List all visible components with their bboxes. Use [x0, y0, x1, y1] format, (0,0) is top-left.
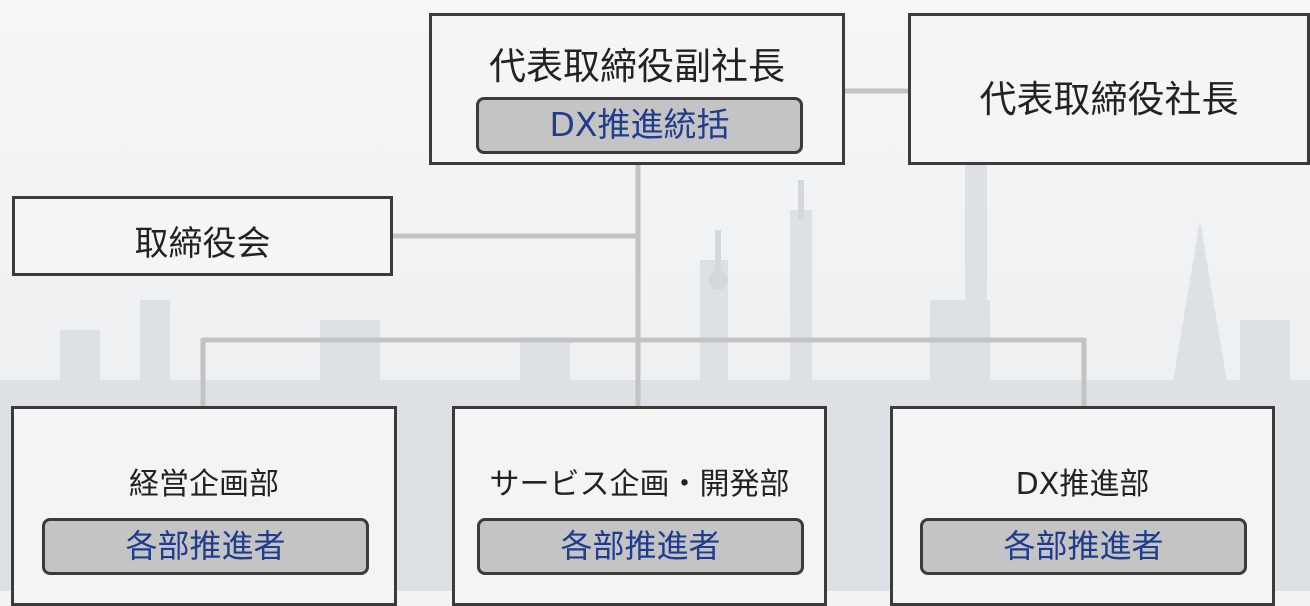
- org-chart-connectors: [200, 88, 1087, 408]
- president-box: 代表取締役社長: [908, 13, 1310, 165]
- board-title: 取締役会: [134, 224, 271, 264]
- vice-president-box: 代表取締役副社長 DX推進統括: [429, 13, 845, 165]
- department-box-management-planning: 経営企画部 各部推進者: [11, 406, 397, 606]
- department-promoter-label: 各部推進者: [1003, 527, 1164, 565]
- department-promoter-label: 各部推進者: [125, 527, 286, 565]
- department-box-service-planning-development: サービス企画・開発部 各部推進者: [452, 406, 827, 606]
- department-promoter-label: 各部推進者: [560, 527, 721, 565]
- department-promoter-tag: 各部推進者: [920, 518, 1247, 575]
- department-box-dx-promotion: DX推進部 各部推進者: [890, 406, 1275, 606]
- vice-president-role-tag: DX推進統括: [476, 97, 803, 154]
- department-promoter-tag: 各部推進者: [42, 518, 369, 575]
- president-title: 代表取締役社長: [979, 78, 1239, 121]
- department-name: DX推進部: [1015, 467, 1150, 502]
- vice-president-title: 代表取締役副社長: [489, 45, 785, 88]
- department-name: 経営企画部: [129, 467, 279, 502]
- department-promoter-tag: 各部推進者: [477, 518, 804, 575]
- board-box: 取締役会: [12, 196, 393, 276]
- vice-president-role-label: DX推進統括: [549, 105, 730, 144]
- department-name: サービス企画・開発部: [489, 467, 790, 502]
